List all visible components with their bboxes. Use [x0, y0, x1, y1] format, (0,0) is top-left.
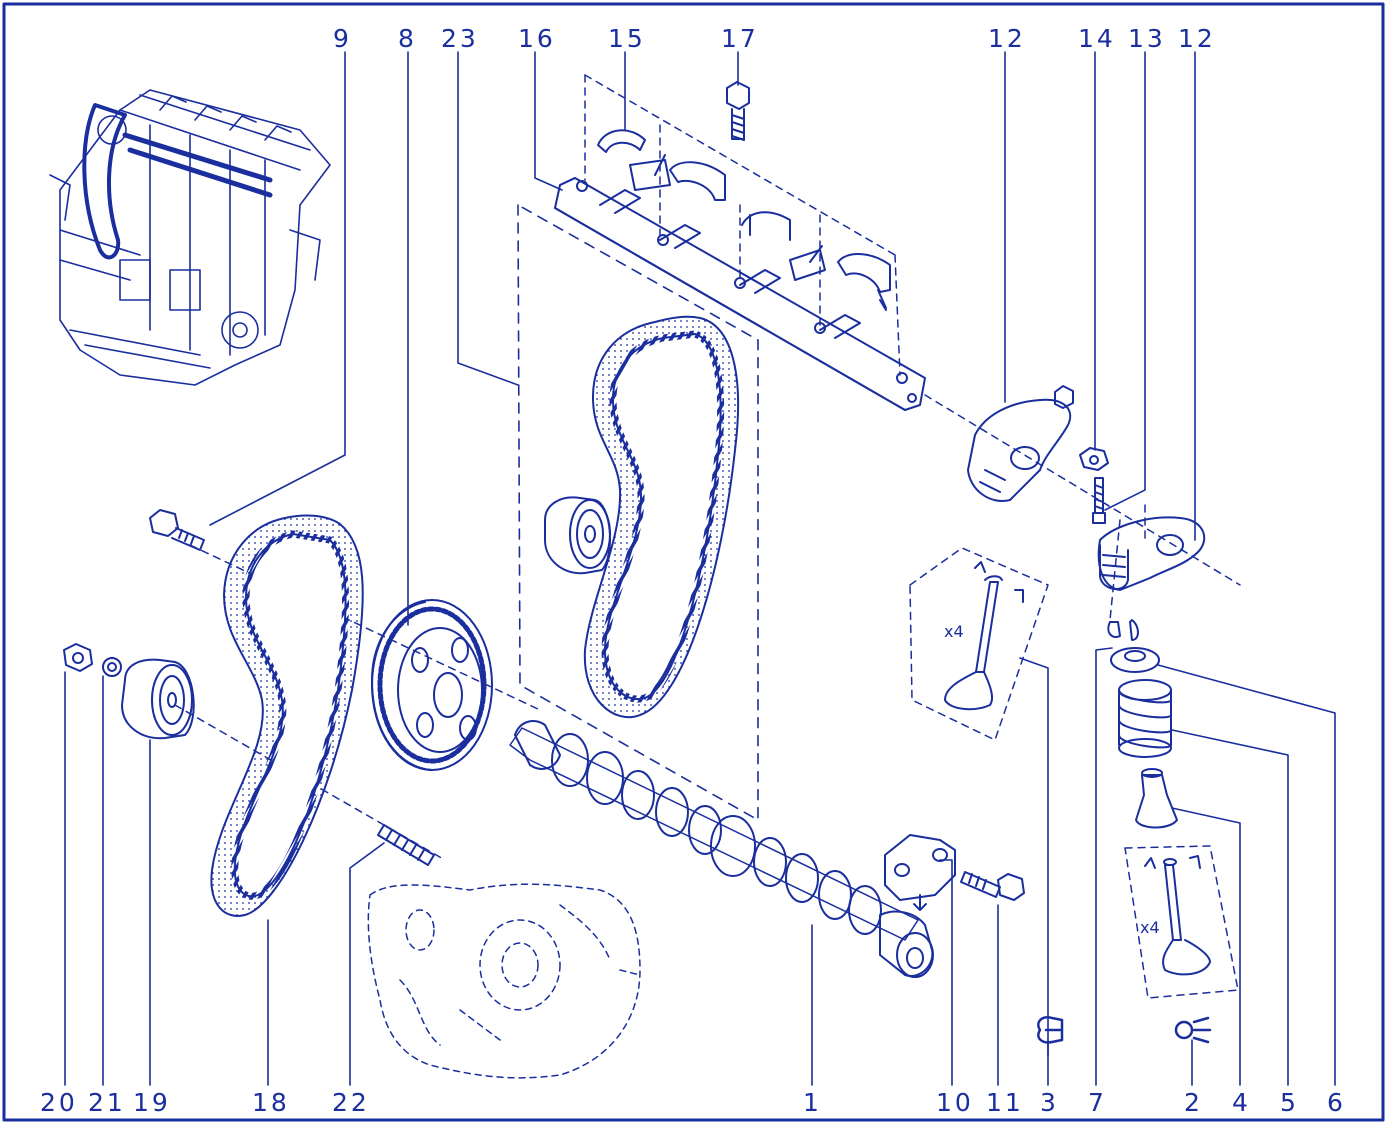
callout-21: 21 — [88, 1088, 126, 1117]
callout-20: 20 — [40, 1088, 78, 1117]
callout-9: 9 — [333, 24, 352, 53]
tensioner-roller-upper — [544, 496, 612, 575]
callout-18: 18 — [252, 1088, 290, 1117]
callout-15: 15 — [608, 24, 646, 53]
bolt-11 — [960, 871, 1025, 901]
callout-22: 22 — [332, 1088, 370, 1117]
callout-13: 13 — [1128, 24, 1166, 53]
adjuster-nut — [1079, 447, 1109, 471]
adjuster-screw — [1092, 477, 1106, 524]
camshaft — [509, 720, 934, 978]
camshaft-pulley — [371, 599, 493, 771]
callout-11: 11 — [986, 1088, 1024, 1117]
exhaust-valve-quantity: x4 — [1140, 918, 1160, 937]
callout-10: 10 — [936, 1088, 974, 1117]
callout-2: 2 — [1184, 1088, 1203, 1117]
water-pump-ghost-outline — [367, 883, 641, 1079]
callout-4: 4 — [1232, 1088, 1251, 1117]
callout-3: 3 — [1040, 1088, 1059, 1117]
rocker-arm-upper — [967, 385, 1074, 502]
washer — [102, 657, 122, 677]
callout-16: 16 — [518, 24, 556, 53]
rocker-arm-lower — [1097, 516, 1206, 591]
valve-collets — [1107, 619, 1139, 641]
intake-valve-set — [909, 547, 1049, 741]
callout-1: 1 — [803, 1088, 822, 1117]
callout-12-lower: 12 — [1178, 24, 1216, 53]
callout-17: 17 — [721, 24, 759, 53]
intake-valve-quantity: x4 — [944, 622, 964, 641]
callout-19: 19 — [133, 1088, 171, 1117]
bolt-9 — [149, 509, 205, 551]
callout-12-upper: 12 — [988, 24, 1026, 53]
exhaust-valve-set — [1124, 845, 1239, 999]
callout-7: 7 — [1088, 1088, 1107, 1117]
callout-6: 6 — [1327, 1088, 1346, 1117]
leader-lines — [64, 51, 1336, 1086]
bolt-17 — [726, 81, 750, 141]
rocker-shaft-rail — [554, 177, 926, 411]
valve-spring — [1118, 679, 1172, 758]
valve-stem-seal — [1135, 768, 1178, 829]
thrust-plate — [884, 834, 956, 911]
spring-retainer — [1110, 647, 1160, 673]
callout-14: 14 — [1078, 24, 1116, 53]
callout-8: 8 — [398, 24, 417, 53]
tensioner-roller-lower — [121, 658, 195, 740]
timing-belt-upper — [583, 315, 740, 719]
stud — [377, 824, 435, 866]
timing-belt-lower — [210, 514, 364, 917]
intake-valve-symbol-icon — [1037, 1016, 1064, 1044]
nut — [63, 643, 93, 672]
callout-5: 5 — [1280, 1088, 1299, 1117]
engine-inset-illustration — [49, 89, 331, 386]
callout-23: 23 — [441, 24, 479, 53]
exhaust-valve-symbol-icon — [1174, 1016, 1212, 1044]
